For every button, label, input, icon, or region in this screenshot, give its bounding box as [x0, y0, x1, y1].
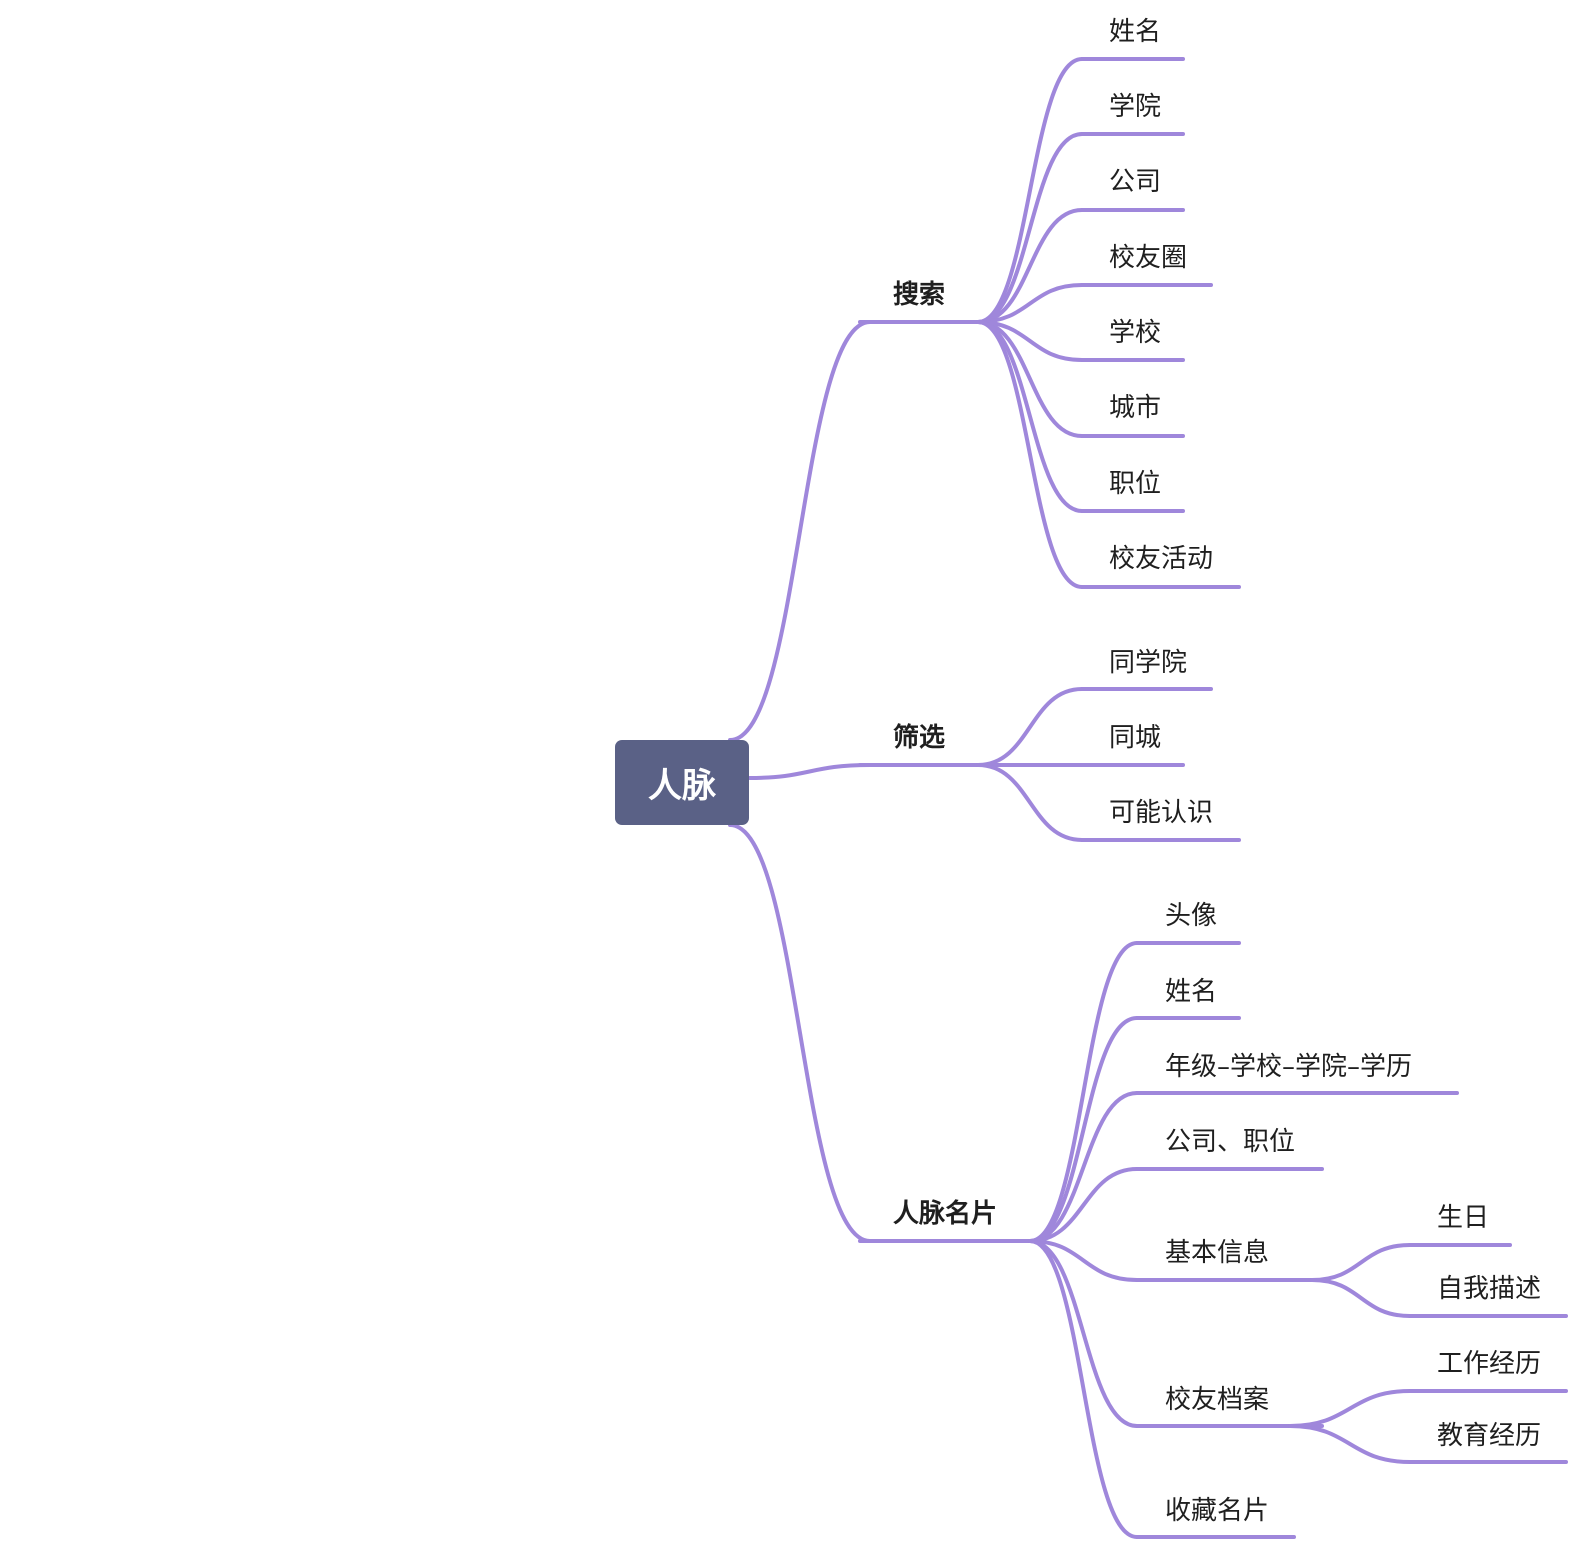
connector-search-2 — [976, 208, 1084, 324]
connector-alumni-profile-1 — [1288, 1424, 1412, 1464]
connector-search-6 — [976, 320, 1084, 513]
filter-item-same-college[interactable]: 同学院 — [1109, 648, 1188, 678]
search-item-name[interactable]: 姓名 — [1109, 17, 1162, 47]
root-node[interactable]: 人脉 — [615, 740, 749, 825]
search-item-alumni-circle[interactable]: 校友圈 — [1109, 243, 1188, 273]
connector-basic-info-0 — [1310, 1243, 1412, 1282]
connector-search-3 — [976, 283, 1084, 324]
connector-card-3 — [1028, 1167, 1139, 1243]
basic-info-birthday[interactable]: 生日 — [1437, 1203, 1490, 1233]
connector-alumni-profile-0 — [1288, 1389, 1412, 1428]
connector-search-0 — [976, 57, 1084, 324]
connector-root-card — [728, 823, 872, 1243]
card-item-company-position[interactable]: 公司、职位 — [1165, 1127, 1296, 1157]
card-item-avatar[interactable]: 头像 — [1165, 901, 1218, 931]
connector-card-2 — [1028, 1091, 1139, 1243]
connector-search-4 — [976, 320, 1084, 362]
connector-root-filter — [747, 763, 872, 780]
connector-search-7 — [976, 320, 1084, 589]
alumni-profile-education[interactable]: 教育经历 — [1437, 1421, 1542, 1451]
connector-filter-0 — [976, 687, 1084, 767]
search-item-company[interactable]: 公司 — [1109, 167, 1162, 197]
connector-basic-info-1 — [1310, 1278, 1412, 1318]
card-item-alumni-profile[interactable]: 校友档案 — [1165, 1385, 1270, 1415]
connector-search-1 — [976, 132, 1084, 324]
alumni-profile-work-experience[interactable]: 工作经历 — [1437, 1349, 1542, 1379]
card-item-name[interactable]: 姓名 — [1165, 977, 1218, 1007]
search-item-alumni-events[interactable]: 校友活动 — [1109, 544, 1214, 574]
search-item-school[interactable]: 学校 — [1109, 318, 1162, 348]
branch-card-label[interactable]: 人脉名片 — [893, 1199, 998, 1229]
branch-search-label[interactable]: 搜索 — [893, 280, 946, 310]
connector-root-search — [728, 320, 872, 742]
connector-card-6 — [1028, 1239, 1139, 1539]
connector-card-4 — [1028, 1239, 1139, 1282]
connector-search-5 — [976, 320, 1084, 438]
filter-item-may-know[interactable]: 可能认识 — [1109, 798, 1214, 828]
filter-item-same-city[interactable]: 同城 — [1109, 723, 1162, 753]
connector-card-5 — [1028, 1239, 1139, 1428]
card-item-basic-info[interactable]: 基本信息 — [1165, 1238, 1270, 1268]
connector-card-0 — [1028, 941, 1139, 1243]
card-item-favorite-cards[interactable]: 收藏名片 — [1165, 1496, 1270, 1526]
card-item-grade-school[interactable]: 年级–学校–学院–学历 — [1165, 1052, 1413, 1082]
branch-filter-label[interactable]: 筛选 — [893, 723, 946, 753]
search-item-position[interactable]: 职位 — [1109, 469, 1162, 499]
search-item-college[interactable]: 学院 — [1109, 92, 1162, 122]
connector-filter-2 — [976, 763, 1084, 842]
connector-card-1 — [1028, 1016, 1139, 1243]
search-item-city[interactable]: 城市 — [1109, 393, 1162, 423]
root-node-label: 人脉 — [648, 766, 716, 806]
basic-info-self-description[interactable]: 自我描述 — [1437, 1274, 1542, 1304]
